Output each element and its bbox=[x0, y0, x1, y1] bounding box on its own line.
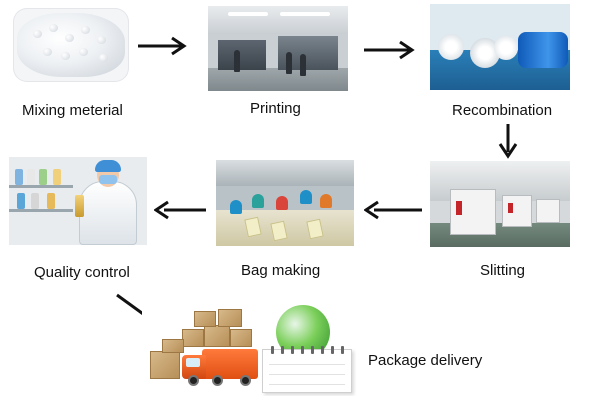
pellet bbox=[43, 48, 52, 56]
mixing-material-photo bbox=[13, 8, 129, 82]
arrow-left-icon bbox=[364, 200, 422, 220]
pellet bbox=[79, 48, 88, 56]
arrow-down-icon bbox=[498, 124, 518, 159]
pellet bbox=[33, 30, 42, 38]
recombination-photo bbox=[430, 4, 570, 90]
pellet bbox=[49, 24, 58, 32]
pellet bbox=[97, 36, 106, 44]
step-label-package-delivery: Package delivery bbox=[368, 352, 483, 369]
step-label-mixing: Mixing meterial bbox=[22, 102, 123, 119]
calendar-icon bbox=[262, 346, 352, 393]
step-label-printing: Printing bbox=[250, 100, 301, 117]
arrow-right-icon bbox=[364, 40, 415, 60]
pellet bbox=[81, 26, 90, 34]
step-label-recombination: Recombination bbox=[452, 102, 553, 119]
plastic-pellets-pile bbox=[17, 13, 125, 77]
pellet bbox=[99, 54, 108, 62]
quality-control-photo bbox=[9, 157, 147, 245]
slitting-photo bbox=[430, 161, 570, 247]
bag-making-photo bbox=[216, 160, 354, 246]
step-label-slitting: Slitting bbox=[480, 262, 526, 279]
step-label-bag-making: Bag making bbox=[241, 262, 321, 279]
step-label-quality-control: Quality control bbox=[34, 264, 130, 281]
pellet bbox=[61, 52, 70, 60]
package-delivery-photo bbox=[142, 303, 362, 396]
printing-photo bbox=[208, 6, 348, 91]
pellet bbox=[65, 34, 74, 42]
arrow-right-icon bbox=[138, 36, 187, 56]
arrow-left-icon bbox=[154, 200, 206, 220]
